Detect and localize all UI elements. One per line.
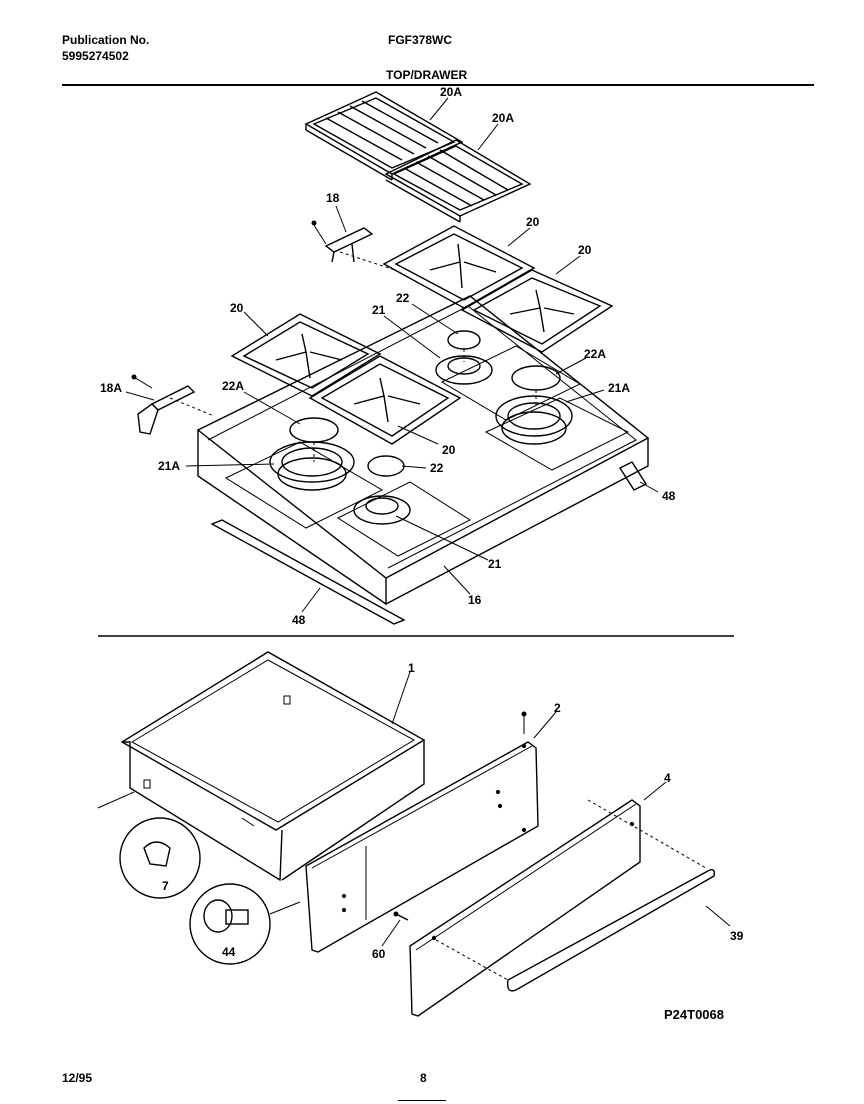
burner-grate-20-front-left	[230, 313, 382, 397]
burner-cap-22-mid	[367, 455, 405, 477]
drawer-1	[120, 651, 426, 882]
publication-label: Publication No.	[62, 33, 150, 47]
trim-48-front	[210, 519, 406, 625]
callout-7: 7	[162, 879, 169, 893]
callout-22A-right: 22A	[584, 347, 606, 361]
burner-21-back	[435, 355, 493, 385]
cooktop-16	[196, 295, 650, 606]
callout-21A-left: 21A	[158, 459, 180, 473]
leader-lines-top	[125, 97, 659, 613]
burner-grate-20-back-right	[460, 269, 614, 353]
callout-2: 2	[554, 701, 561, 715]
callout-48-bottom: 48	[292, 613, 306, 627]
burner-21A-left	[269, 441, 355, 491]
bracket-18	[311, 220, 396, 271]
burner-grate-20-back-left	[382, 225, 536, 309]
model-number: FGF378WC	[388, 33, 453, 47]
burner-21A-right	[495, 395, 573, 445]
burner-cap-22-back	[447, 330, 481, 362]
grate-20A-right	[384, 139, 532, 223]
screw-60	[393, 911, 409, 921]
callout-16: 16	[468, 593, 482, 607]
callout-60: 60	[372, 947, 386, 961]
section-title: TOP/DRAWER	[386, 68, 468, 82]
footer-rule	[398, 1100, 446, 1101]
header-rule	[62, 84, 814, 86]
callout-20A-top: 20A	[440, 85, 462, 99]
callout-1: 1	[408, 661, 415, 675]
burner-grate-20-front-right	[308, 355, 462, 445]
callout-4: 4	[664, 771, 671, 785]
callout-20-b: 20	[578, 243, 592, 257]
callout-22-mid: 22	[430, 461, 444, 475]
callout-18A: 18A	[100, 381, 122, 395]
callout-21-top: 21	[372, 303, 386, 317]
burner-cap-22A-right	[511, 365, 561, 406]
burner-21-front	[353, 495, 411, 525]
drawer-panel-2	[305, 711, 539, 953]
burner-cap-22A-left	[289, 417, 339, 462]
callout-21A-right: 21A	[608, 381, 630, 395]
callout-22A-left: 22A	[222, 379, 244, 393]
callout-22-top: 22	[396, 291, 410, 305]
bracket-18A	[131, 374, 215, 435]
footer-page-number: 8	[420, 1071, 427, 1085]
callout-20-a: 20	[526, 215, 540, 229]
figure-code: P24T0068	[664, 1007, 724, 1022]
detail-circle-44	[189, 883, 301, 965]
leader-lines-drawer	[381, 671, 731, 947]
footer-date: 12/95	[62, 1071, 93, 1085]
handle-39	[435, 799, 716, 992]
callout-18: 18	[326, 191, 340, 205]
grate-20A-left	[304, 91, 464, 181]
callout-20-left: 20	[230, 301, 244, 315]
detail-circle-7	[97, 791, 201, 899]
drawer-front-4	[409, 799, 641, 1017]
callout-20-mid: 20	[442, 443, 456, 457]
publication-number: 5995274502	[62, 49, 129, 63]
callout-20A-right: 20A	[492, 111, 514, 125]
callout-21-bottom: 21	[488, 557, 502, 571]
callout-39: 39	[730, 929, 744, 943]
callout-44: 44	[222, 945, 236, 959]
trim-48-side	[618, 461, 648, 491]
callout-48-right: 48	[662, 489, 676, 503]
